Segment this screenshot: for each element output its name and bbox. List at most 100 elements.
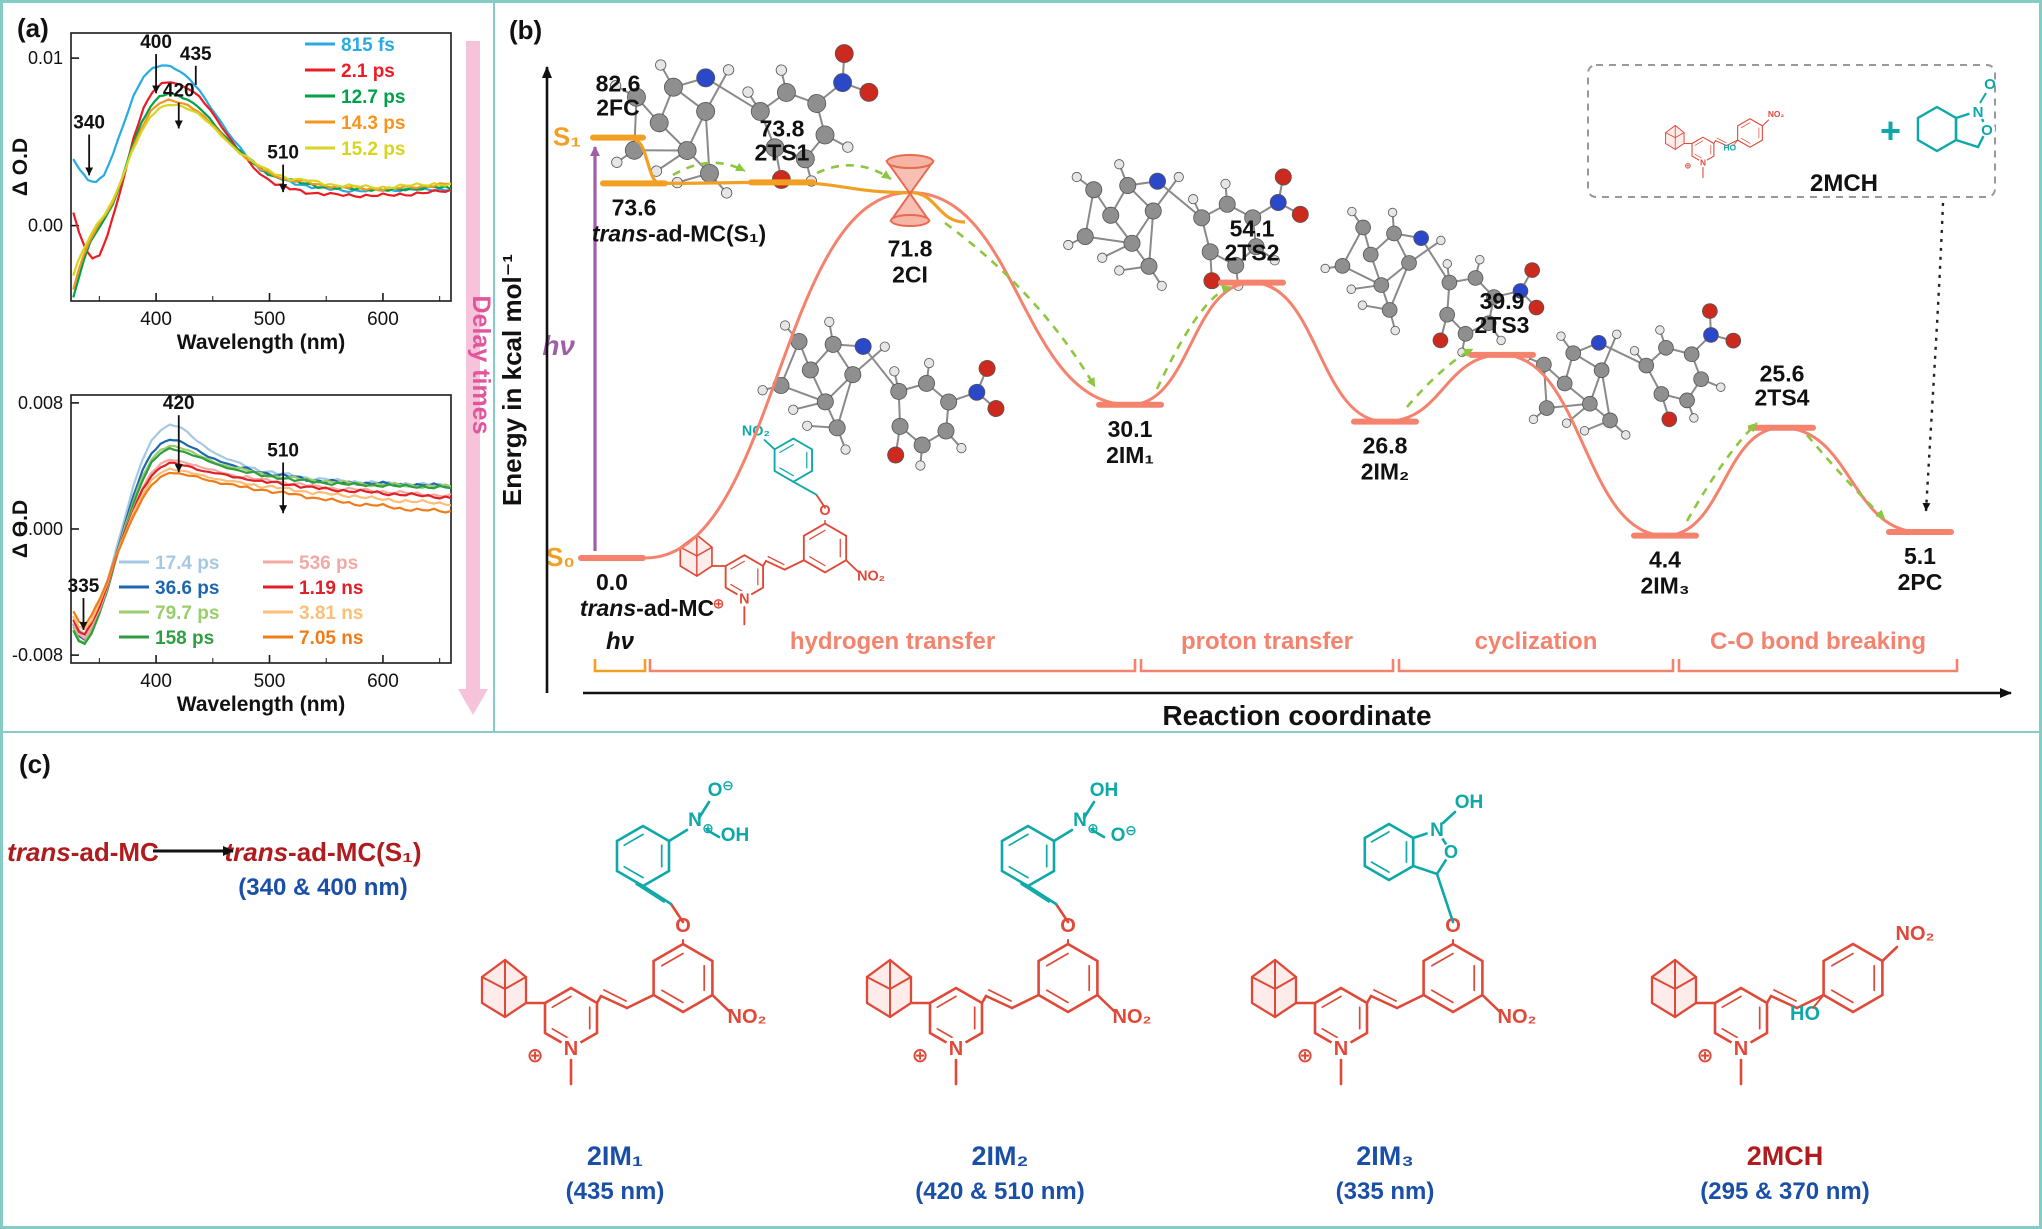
label-2CI: 2CI bbox=[892, 262, 928, 288]
x-tick-label: 500 bbox=[254, 671, 286, 692]
svg-text:N: N bbox=[1430, 820, 1444, 841]
svg-text:NO₂: NO₂ bbox=[857, 568, 885, 584]
level-2TS2 bbox=[1218, 279, 1286, 286]
svg-text:O: O bbox=[1984, 76, 1996, 93]
svg-text:N: N bbox=[1700, 157, 1706, 167]
svg-text:N: N bbox=[739, 591, 749, 607]
species-name-2MCH: 2MCH bbox=[1747, 1141, 1824, 1171]
series-158 ps bbox=[72, 446, 451, 646]
svg-text:NO₂: NO₂ bbox=[728, 1006, 767, 1028]
annotation-420: 420 bbox=[163, 393, 195, 414]
panel-a-label: (a) bbox=[17, 13, 49, 43]
x-tick-label: 600 bbox=[367, 671, 399, 692]
label-2TS2: 2TS2 bbox=[1225, 240, 1280, 266]
ball-stick-molecule bbox=[1521, 303, 1742, 440]
x-tick-label: 400 bbox=[140, 309, 172, 330]
annotation-435: 435 bbox=[180, 44, 212, 65]
energy-2TS3: 39.9 bbox=[1480, 288, 1525, 314]
legend-label: 1.19 ns bbox=[299, 578, 363, 599]
label-2IM₁: 2IM₁ bbox=[1106, 442, 1154, 468]
svg-text:NO₂: NO₂ bbox=[1498, 1006, 1537, 1028]
ball-stick-molecule bbox=[757, 316, 1005, 471]
region-label-hν: hν bbox=[606, 628, 635, 655]
svg-text:N: N bbox=[949, 1038, 963, 1060]
energy-2IM₂: 26.8 bbox=[1363, 433, 1408, 459]
energy-2IM₁: 30.1 bbox=[1108, 416, 1153, 442]
x-tick-label: 500 bbox=[254, 309, 286, 330]
y-axis-label: Δ O.D bbox=[9, 138, 32, 196]
label-2TS3: 2TS3 bbox=[1475, 312, 1530, 338]
level-2TS3 bbox=[1468, 351, 1536, 358]
level-2IM₂ bbox=[1351, 418, 1419, 425]
label-2TS1: 2TS1 bbox=[755, 139, 810, 165]
svg-text:⊕: ⊕ bbox=[527, 1045, 544, 1067]
wavelength-trans-ad-MC(S₁): (340 & 400 nm) bbox=[238, 874, 407, 901]
product-dotted-arrow bbox=[1922, 202, 1945, 512]
region-label-hydrogen transfer: hydrogen transfer bbox=[790, 628, 995, 655]
level-trans-ad-MC(S₁) bbox=[600, 180, 668, 187]
level-2TS4 bbox=[1748, 424, 1816, 431]
series-17.4 ps bbox=[72, 423, 451, 636]
ball-stick-molecule bbox=[610, 44, 879, 199]
x-axis-label: Wavelength (nm) bbox=[177, 331, 345, 354]
wavelength-2IM₁: (435 nm) bbox=[566, 1178, 665, 1205]
svg-text:O: O bbox=[1111, 825, 1126, 846]
svg-text:N: N bbox=[688, 810, 702, 831]
y-tick-label: 0.000 bbox=[18, 519, 63, 539]
svg-text:O: O bbox=[1445, 915, 1461, 937]
svg-text:O: O bbox=[675, 915, 691, 937]
svg-text:OH: OH bbox=[1090, 780, 1119, 801]
y-axis-label: Δ O.D bbox=[9, 500, 32, 558]
level-trans-ad-MC bbox=[578, 555, 646, 561]
svg-text:⊕: ⊕ bbox=[1087, 820, 1099, 836]
svg-text:N: N bbox=[1073, 810, 1087, 831]
legend-label: 3.81 ns bbox=[299, 603, 363, 624]
label-2TS4: 2TS4 bbox=[1755, 385, 1810, 411]
ball-stick-molecule bbox=[1320, 206, 1545, 357]
level-2IM₁ bbox=[1096, 401, 1164, 408]
plus-sign: + bbox=[1880, 110, 1901, 151]
legend-label: 15.2 ps bbox=[341, 139, 405, 160]
legend-label: 815 fs bbox=[341, 35, 395, 56]
delay-times-arrow: Delay times bbox=[458, 41, 493, 715]
svg-text:N: N bbox=[1334, 1038, 1348, 1060]
species-trans-ad-MC: trans-ad-MC bbox=[7, 837, 159, 867]
level-2IM₃ bbox=[1631, 532, 1699, 539]
legend-label: 36.6 ps bbox=[155, 578, 219, 599]
region-label-proton transfer: proton transfer bbox=[1181, 628, 1353, 655]
product-label: 2MCH bbox=[1810, 170, 1878, 197]
label-2FC: 2FC bbox=[596, 95, 639, 121]
energy-2IM₃: 4.4 bbox=[1649, 547, 1681, 573]
legend-label: 158 ps bbox=[155, 628, 214, 649]
svg-text:O: O bbox=[1444, 842, 1458, 862]
annotation-340: 340 bbox=[73, 112, 105, 133]
x-axis-label: Reaction coordinate bbox=[1162, 700, 1431, 731]
energy-2TS1: 73.8 bbox=[760, 115, 805, 141]
x-axis-label: Wavelength (nm) bbox=[177, 693, 345, 716]
svg-text:⊕: ⊕ bbox=[1684, 160, 1691, 170]
level-2TS1 bbox=[748, 179, 816, 186]
level-2PC bbox=[1886, 529, 1954, 536]
svg-text:⊕: ⊕ bbox=[702, 820, 714, 836]
svg-text:OH: OH bbox=[1455, 792, 1484, 813]
series-7.05 ns bbox=[72, 471, 451, 627]
svg-text:O: O bbox=[1981, 122, 1993, 139]
wavelength-2MCH: (295 & 370 nm) bbox=[1700, 1178, 1869, 1205]
species-name-2IM₂: 2IM₂ bbox=[971, 1141, 1028, 1171]
legend-label: 17.4 ps bbox=[155, 553, 219, 574]
s1-state-label: S₁ bbox=[553, 122, 581, 152]
annotation-420: 420 bbox=[163, 81, 195, 102]
